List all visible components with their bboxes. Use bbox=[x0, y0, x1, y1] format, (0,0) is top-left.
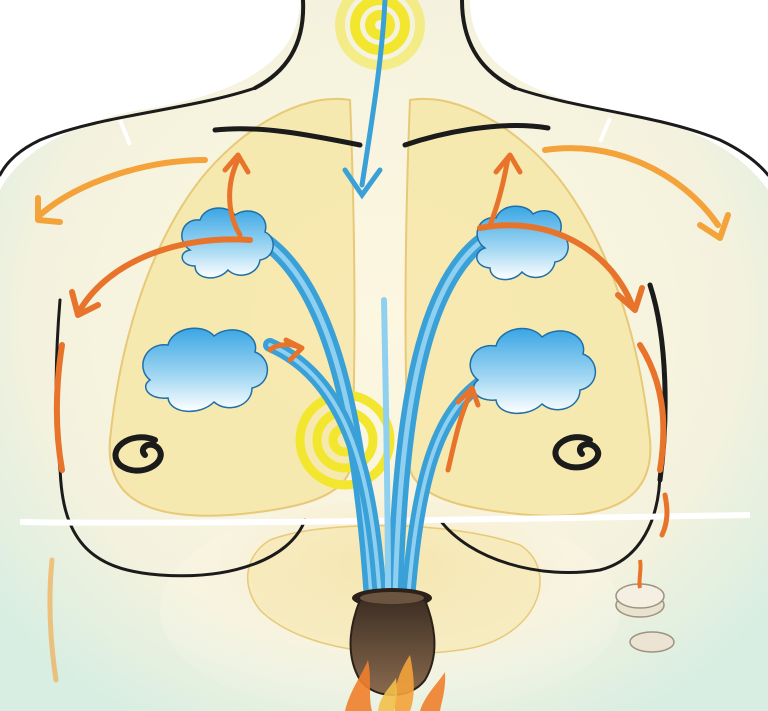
chest-illustration bbox=[0, 0, 768, 711]
illustration-canvas bbox=[0, 0, 768, 711]
